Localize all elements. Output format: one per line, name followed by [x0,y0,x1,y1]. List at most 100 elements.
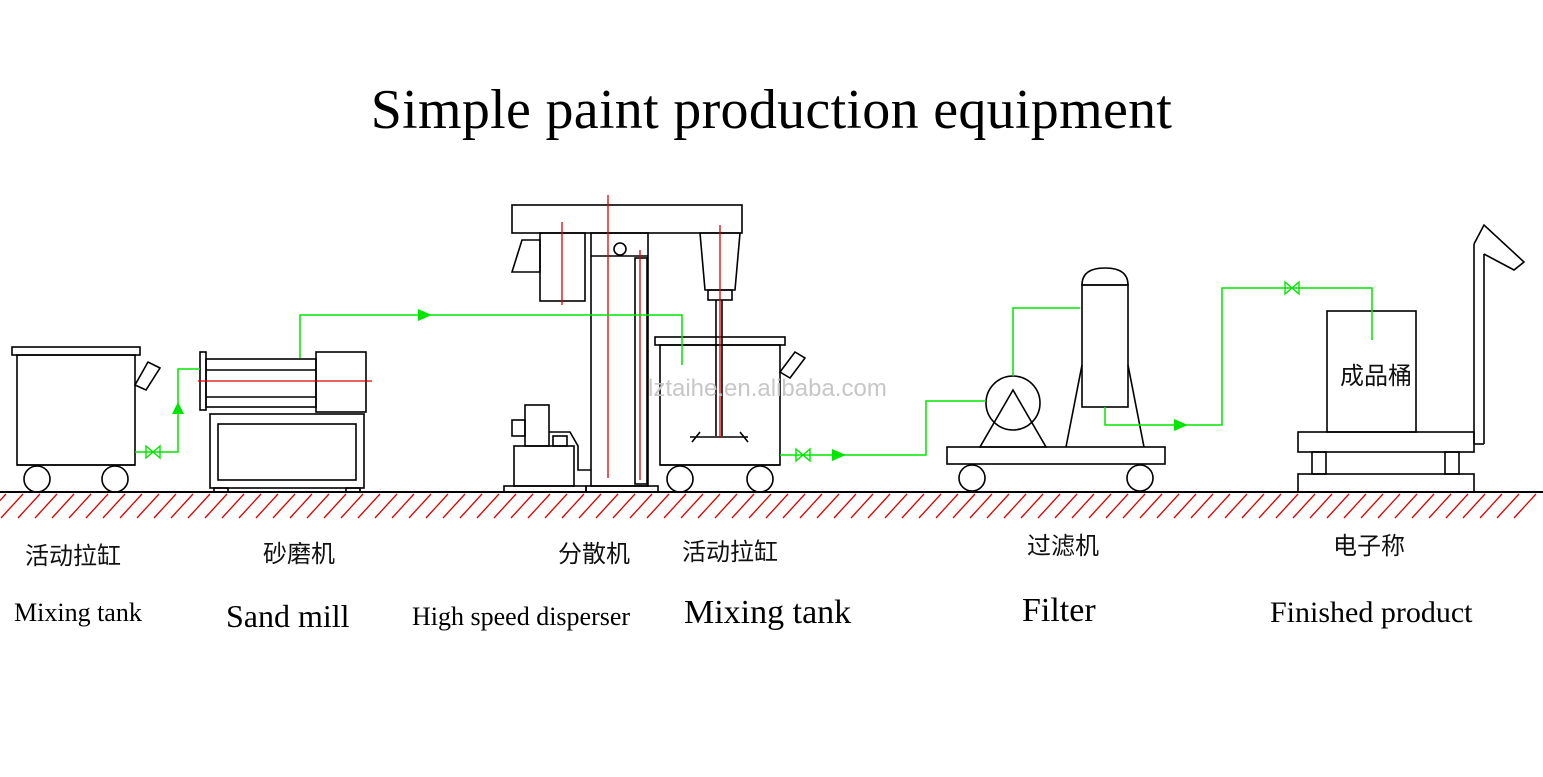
hatch-stroke [1122,493,1146,519]
hatch-stroke [0,493,7,502]
hatch-stroke [425,493,449,519]
hatch-stroke [102,493,126,519]
hatch-stroke [221,493,245,519]
hatch-stroke [799,493,823,519]
ground [0,491,1543,519]
hatch-stroke [1020,493,1044,519]
hatch-stroke [1071,493,1095,519]
hatch-stroke [136,493,160,519]
station-2-en-label: Sand mill [226,598,350,634]
hatch-stroke [170,493,194,519]
finished-bucket-label: 成品桶 [1340,362,1412,390]
station-4-en-label: Mixing tank [684,594,852,631]
hatch-stroke [1156,493,1180,519]
hatch-stroke [1343,493,1367,519]
diagram-title: Simple paint production equipment [370,79,1173,141]
hatch-stroke [1105,493,1129,519]
station-1-en-label: Mixing tank [14,598,142,627]
hatch-stroke [1360,493,1384,519]
hatch-stroke [544,493,568,519]
hatch-stroke [1292,493,1316,519]
hatch-stroke [17,493,41,519]
hatch-stroke [850,493,874,519]
hatch-stroke [765,493,789,519]
hatch-stroke [867,493,891,519]
hatch-stroke [748,493,772,519]
hatch-stroke [1241,493,1265,519]
hatch-stroke [459,493,483,519]
hatch-stroke [340,493,364,519]
hatch-stroke [408,493,432,519]
hatch-stroke [1190,493,1214,519]
hatch-stroke [204,493,228,519]
hatch-stroke [51,493,75,519]
station-5-en-label: Filter [1022,592,1096,629]
hatch-stroke [153,493,177,519]
hatch-stroke [680,493,704,519]
station-6-en-label: Finished product [1270,596,1473,629]
flow-valves [145,280,1300,463]
hatch-stroke [731,493,755,519]
hatch-stroke [1428,493,1452,519]
hatch-stroke [1479,493,1503,519]
hatch-stroke [697,493,721,519]
station-3-cn-label: 分散机 [558,540,630,568]
hatch-stroke [833,493,857,519]
hatch-stroke [323,493,347,519]
station-6-cn-label: 电子称 [1333,532,1405,560]
flow-arrows [172,309,1188,461]
hatch-stroke [119,493,143,519]
hatch-stroke [527,493,551,519]
hatch-stroke [1411,493,1435,519]
hatch-stroke [1309,493,1333,519]
station-5-cn-label: 过滤机 [1027,532,1099,560]
hatch-stroke [1377,493,1401,519]
mixing-tank-1 [11,346,162,493]
mixing-tank-2 [654,336,807,493]
hatch-stroke [272,493,296,519]
hatch-stroke [1173,493,1197,519]
hatch-stroke [1224,493,1248,519]
sand-mill [199,351,367,493]
centerlines [198,195,721,480]
hatch-stroke [578,493,602,519]
high-speed-disperser [503,204,749,493]
hatch-stroke [1445,493,1469,519]
hatch-stroke [901,493,925,519]
hatch-stroke [595,493,619,519]
hatch-stroke [612,493,636,519]
hatch-stroke [1496,493,1520,519]
hatch-stroke [34,493,58,519]
hatch-stroke [289,493,313,519]
hatch-stroke [1088,493,1112,519]
hatch-stroke [714,493,738,519]
hatch-stroke [68,493,92,519]
watermark: lztaihe.en.alibaba.com [648,375,887,402]
hatch-stroke [374,493,398,519]
hatch-stroke [1054,493,1078,519]
hatch-stroke [1394,493,1418,519]
hatch-stroke [476,493,500,519]
hatch-stroke [1462,493,1486,519]
station-4-cn-label: 活动拉缸 [682,538,778,566]
hatch-stroke [187,493,211,519]
station-1-cn-label: 活动拉缸 [25,542,121,570]
hatch-stroke [0,493,24,519]
station-2-cn-label: 砂磨机 [263,540,335,568]
hatch-stroke [1275,493,1299,519]
hatch-stroke [238,493,262,519]
hatch-stroke [1207,493,1231,519]
hatch-stroke [1003,493,1027,519]
hatch-stroke [782,493,806,519]
hatch-stroke [918,493,942,519]
hatch-stroke [952,493,976,519]
hatch-stroke [357,493,381,519]
hatch-stroke [1326,493,1350,519]
hatch-stroke [935,493,959,519]
station-3-en-label: High speed disperser [412,602,631,631]
hatch-stroke [1139,493,1163,519]
hatch-stroke [493,493,517,519]
ground-hatching [0,493,1537,519]
hatch-stroke [85,493,109,519]
